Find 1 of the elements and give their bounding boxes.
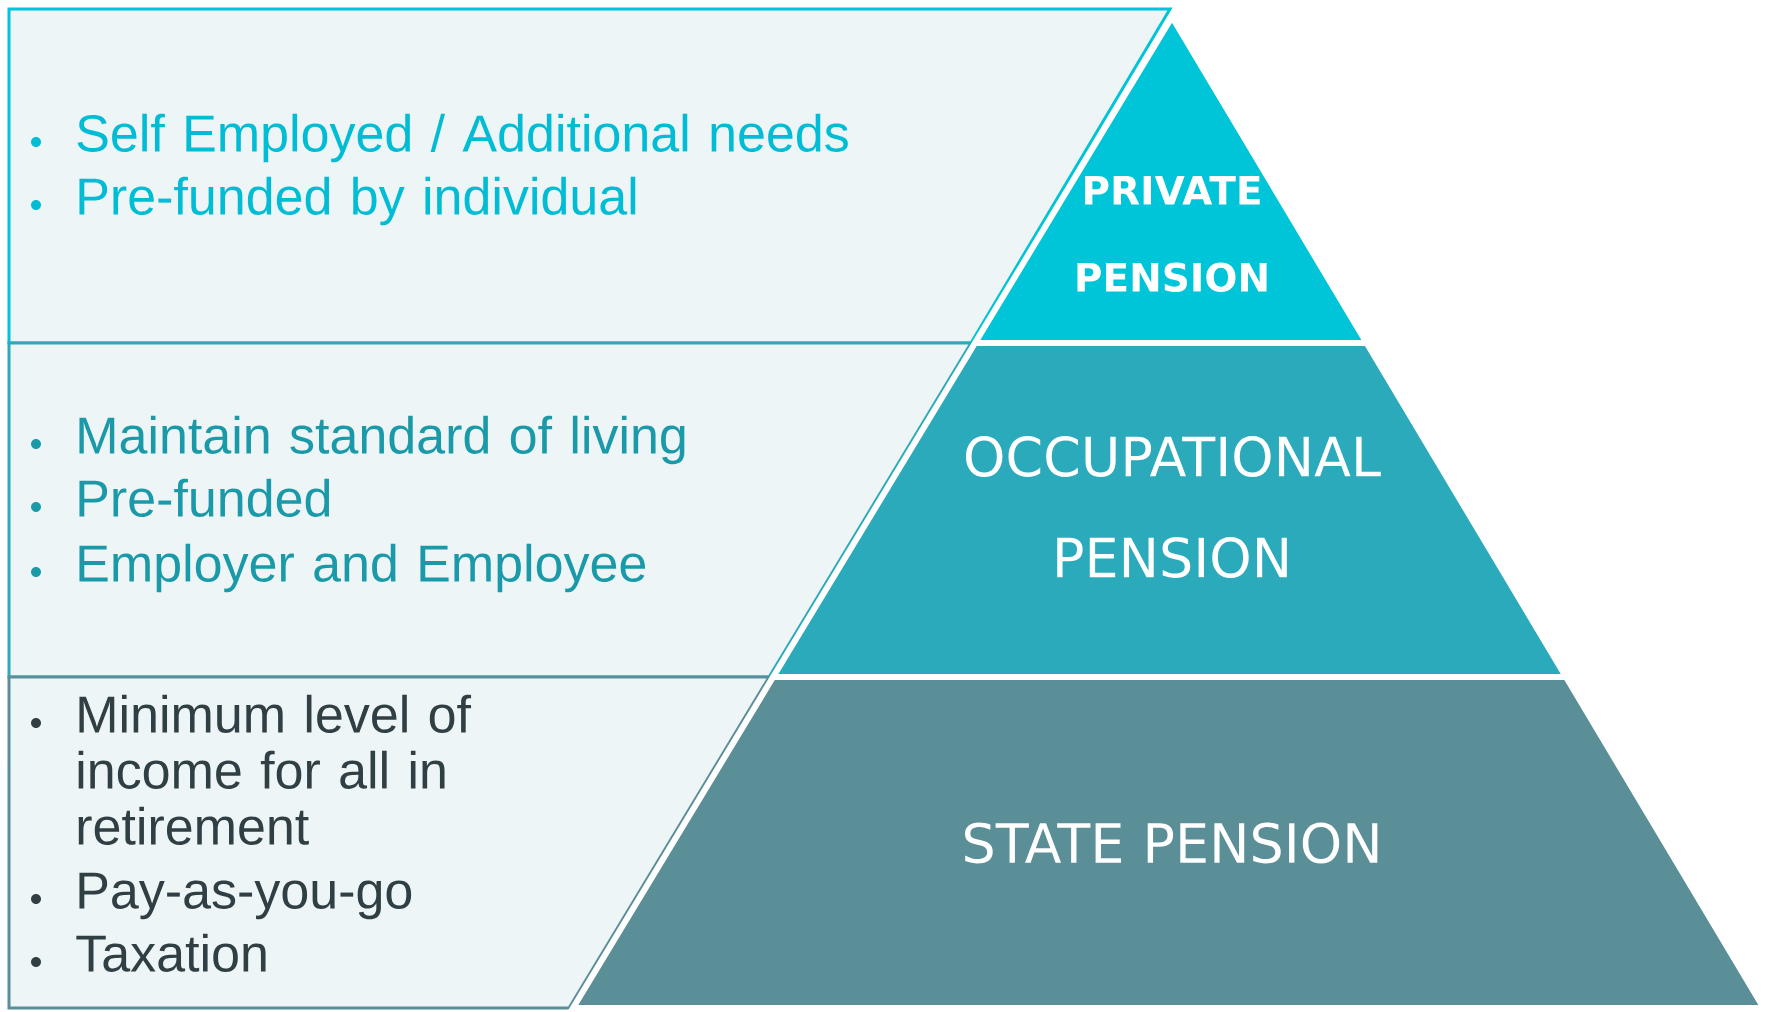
text-panel: Minimum level of income for all in retirement Pay-as-you-go Taxation [7,675,772,1010]
